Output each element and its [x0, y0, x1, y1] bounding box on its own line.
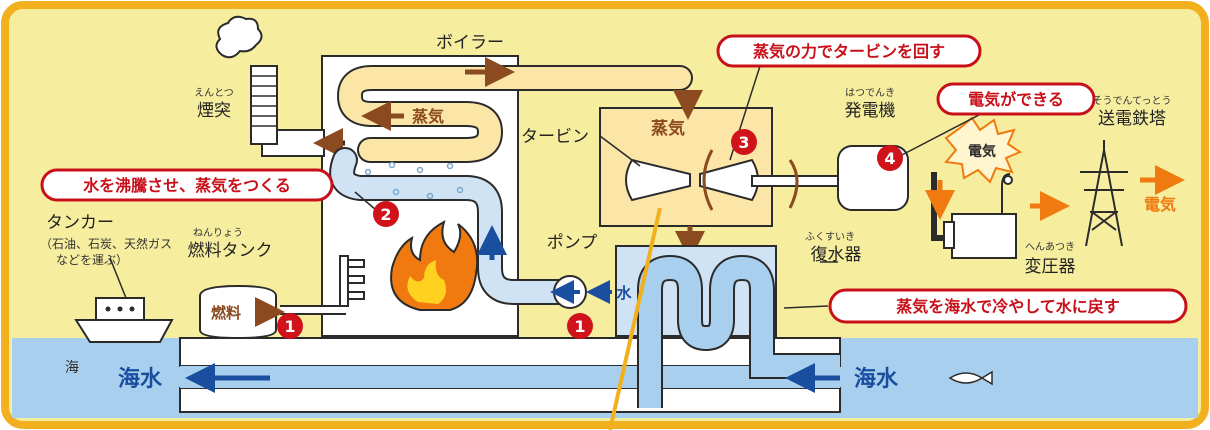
fuel-tank-ruby: ねんりょう	[193, 227, 243, 239]
tanker-pointer	[109, 257, 127, 299]
rotation-arrow	[702, 149, 714, 211]
callout-cool-text: 蒸気を海水で冷やして水に戻す	[896, 297, 1120, 316]
transformer-icon	[951, 213, 1017, 259]
step-badge-boil: 2	[373, 201, 399, 227]
generator-ruby: はつでんき	[845, 87, 895, 99]
tanker-label: タンカー	[46, 213, 114, 233]
tower-ruby: そうでんてっとう	[1093, 95, 1172, 107]
transformer-label: 変圧器	[1025, 257, 1076, 277]
step-badge-generator: 4	[877, 145, 903, 171]
fuel-label: 燃料	[211, 304, 241, 322]
chimney-rings	[251, 75, 277, 127]
ground-slab	[179, 337, 841, 367]
rotation-arrow-2	[788, 159, 799, 209]
sea-channel	[180, 366, 840, 388]
smoke-icon	[215, 15, 263, 59]
svg-text:3: 3	[738, 133, 749, 152]
step-badge-fuel: 1	[277, 313, 303, 339]
electricity-burst-icon	[944, 116, 1023, 184]
bubbles	[364, 161, 464, 200]
svg-text:1: 1	[284, 317, 295, 336]
fuel-tank-label: 燃料タンク	[188, 241, 273, 261]
tanker-windows	[105, 306, 135, 312]
electricity-burst-label: 電気	[968, 143, 996, 160]
highlight-pointer	[608, 207, 662, 430]
tower-label: 送電鉄塔	[1098, 109, 1166, 129]
callout-boil-text: 水を沸騰させ、蒸気をつくる	[83, 176, 291, 195]
callout-turbine-text: 蒸気の力でタービンを回す	[753, 42, 945, 61]
chimney-ruby: えんとつ	[194, 87, 234, 99]
generator-label: 発電機	[845, 101, 896, 121]
seawater-left-label: 海水	[118, 366, 163, 392]
fish-icon	[948, 370, 993, 386]
pump-label: ポンプ	[547, 233, 598, 253]
steam-label-boiler: 蒸気	[412, 107, 444, 126]
callout-electricity-text: 電気ができる	[968, 90, 1064, 109]
callout-turbine	[716, 34, 982, 68]
boiler-label: ボイラー	[436, 33, 504, 53]
ground-slab-lower	[179, 387, 841, 413]
water-label: 水	[616, 284, 632, 302]
transformer-ruby: へんあつき	[1025, 241, 1075, 253]
step-badge-turbine: 3	[731, 129, 757, 155]
condenser-ruby: ふくすいき	[805, 231, 855, 243]
tanker-note-2: などを運ぶ）	[56, 253, 128, 267]
steam-label-turbine: 蒸気	[651, 118, 685, 139]
svg-text:1: 1	[574, 317, 585, 336]
callout-cool	[828, 288, 1188, 324]
burner-pipes	[339, 255, 365, 307]
seawater-right-label: 海水	[854, 366, 899, 392]
svg-text:2: 2	[380, 205, 391, 224]
svg-text:4: 4	[884, 149, 895, 168]
turbine-icon	[625, 158, 691, 202]
electricity-out-label: 電気	[1144, 195, 1176, 214]
transmission-tower-icon	[1080, 140, 1128, 247]
chimney-stack	[250, 65, 278, 145]
tanker-ship	[74, 319, 174, 343]
tanker-note-1: （石油、石炭、天然ガス	[40, 236, 172, 251]
sea-label: 海	[65, 360, 79, 376]
condenser-label: 復水器	[811, 245, 862, 265]
turbine-label: タービン	[521, 127, 589, 147]
callout-electricity	[936, 82, 1096, 116]
step-badge-pump: 1	[567, 313, 593, 339]
callout-boil	[40, 168, 334, 202]
chimney-label: 煙突	[197, 101, 231, 121]
